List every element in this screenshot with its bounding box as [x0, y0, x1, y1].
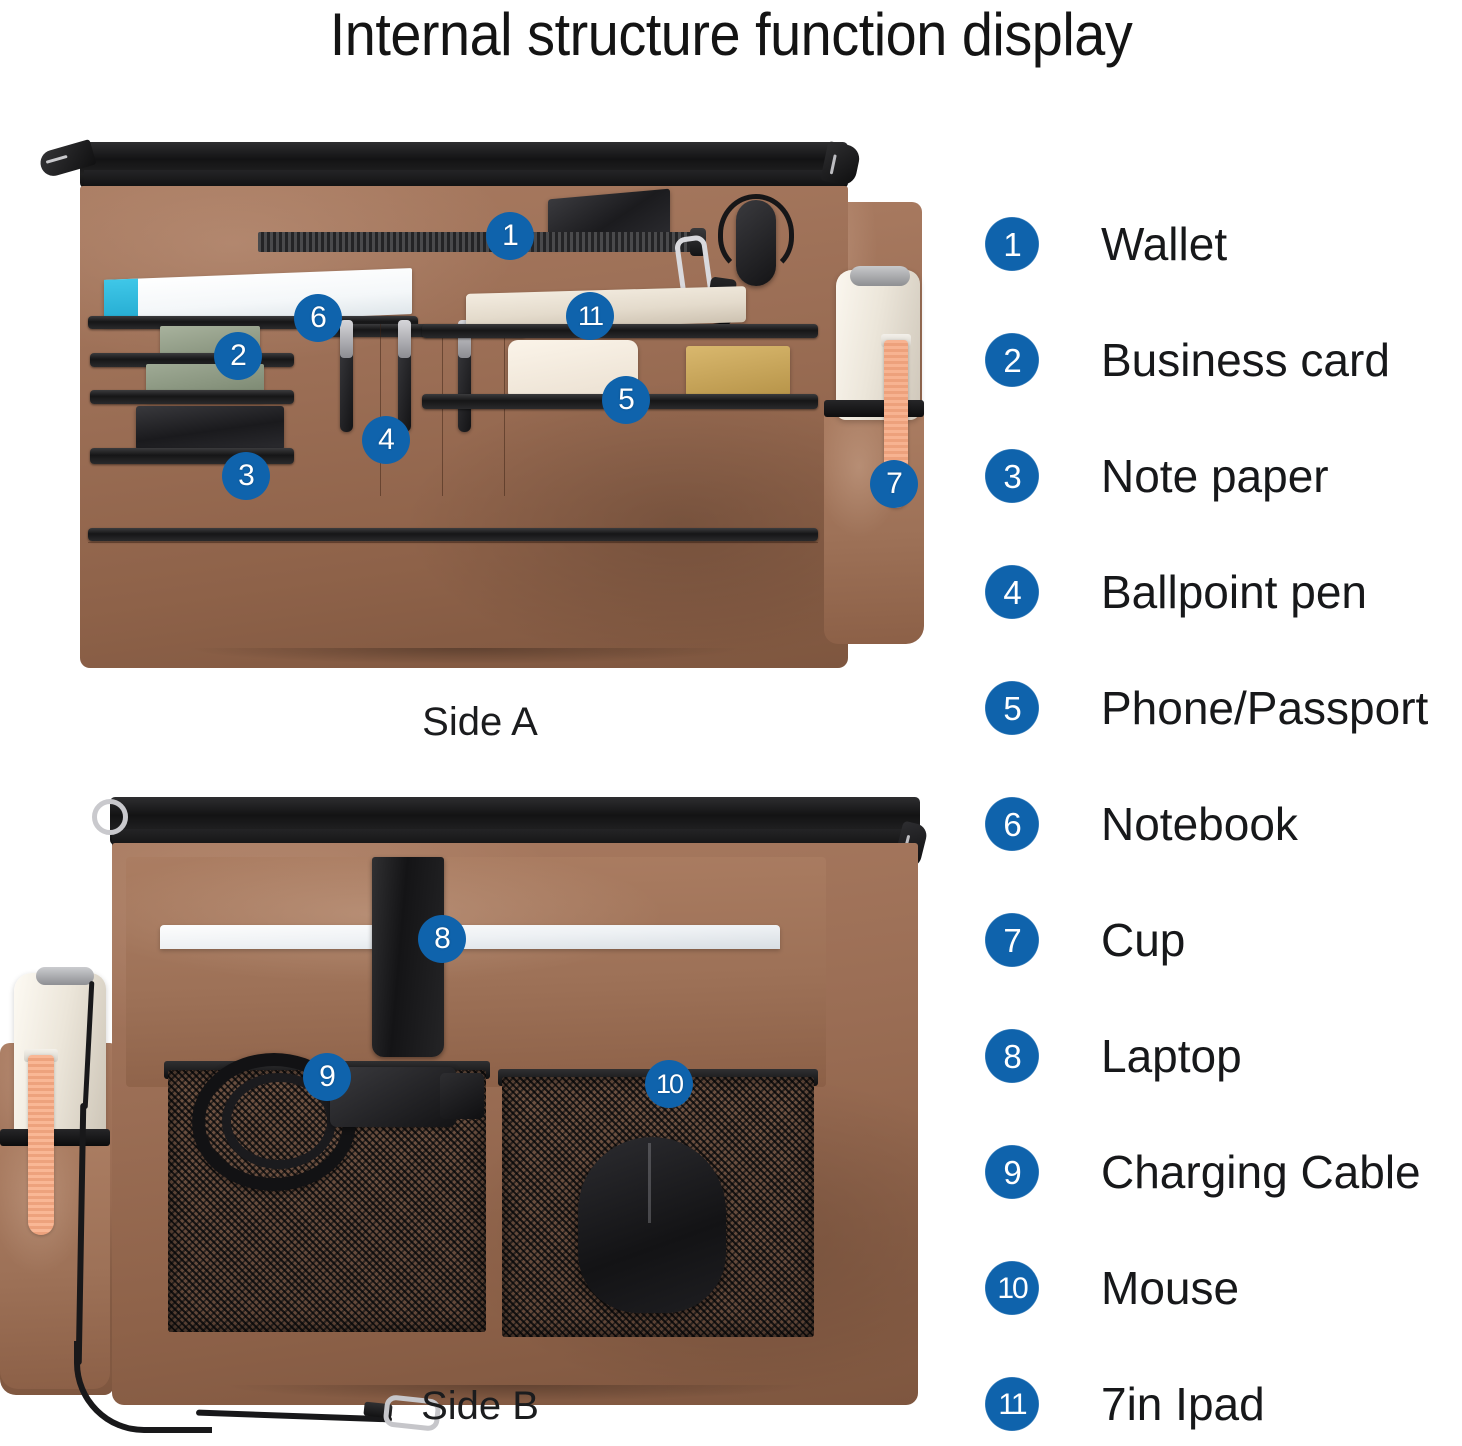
- ipad-pocket-trim: [422, 324, 818, 338]
- callout-marker-2: 2: [214, 332, 262, 380]
- legend-badge-7: 7: [985, 913, 1039, 967]
- legend-label-5: Phone/Passport: [1101, 682, 1429, 734]
- side-a-bag-illustration: 1 2 3 4 5 6 7 11: [18, 128, 930, 688]
- callout-marker-8: 8: [418, 915, 466, 963]
- legend-label-6: Notebook: [1101, 798, 1298, 850]
- cable-loop: [718, 194, 794, 274]
- legend-label-3: Note paper: [1101, 450, 1329, 502]
- pen-slot-divider-2: [442, 324, 443, 496]
- shoulder-strap-curve: [74, 1341, 212, 1433]
- legend-badge-1: 1: [985, 217, 1039, 271]
- passport-object: [686, 346, 790, 396]
- legend-item-1: 1 Wallet: [985, 205, 1462, 283]
- legend-label-1: Wallet: [1101, 218, 1228, 270]
- zipper-pull-right-icon: [820, 140, 862, 188]
- cup-pocket-band: [824, 400, 924, 417]
- power-adapter-object: [330, 1067, 456, 1127]
- d-ring-left-icon: [92, 799, 128, 835]
- callout-marker-3: 3: [222, 452, 270, 500]
- cup-pocket-band-b: [0, 1129, 110, 1146]
- legend-item-7: 7 Cup: [985, 901, 1462, 979]
- page-title: Internal structure function display: [329, 1, 1133, 68]
- callout-marker-6: 6: [294, 294, 342, 342]
- cup-lid-icon-b: [36, 967, 94, 985]
- note-paper-object: [136, 406, 284, 450]
- legend-badge-9: 9: [985, 1145, 1039, 1199]
- legend-item-6: 6 Notebook: [985, 785, 1462, 863]
- legend-badge-5: 5: [985, 681, 1039, 735]
- legend-label-4: Ballpoint pen: [1101, 566, 1367, 618]
- legend-item-8: 8 Laptop: [985, 1017, 1462, 1095]
- inner-zip-pocket: [258, 232, 698, 252]
- legend-badge-8: 8: [985, 1029, 1039, 1083]
- legend-item-9: 9 Charging Cable: [985, 1133, 1462, 1211]
- legend-badge-11: 11: [985, 1377, 1039, 1431]
- callout-marker-11: 11: [566, 292, 614, 340]
- cup-strap-b: [28, 1055, 54, 1235]
- legend-list: 1 Wallet 2 Business card 3 Note paper 4 …: [985, 205, 1462, 1431]
- legend-label-2: Business card: [1101, 334, 1390, 386]
- legend-label-8: Laptop: [1101, 1030, 1242, 1082]
- legend-item-10: 10 Mouse: [985, 1249, 1462, 1327]
- legend-badge-3: 3: [985, 449, 1039, 503]
- legend-label-11: 7in Ipad: [1101, 1378, 1265, 1430]
- callout-marker-10: 10: [645, 1060, 693, 1108]
- callout-marker-1: 1: [486, 212, 534, 260]
- legend-label-10: Mouse: [1101, 1262, 1240, 1314]
- side-b-caption: Side B: [421, 1384, 539, 1428]
- card-pocket-trim-2: [90, 390, 294, 404]
- laptop-pocket: [126, 857, 826, 1087]
- legend-badge-4: 4: [985, 565, 1039, 619]
- legend-item-3: 3 Note paper: [985, 437, 1462, 515]
- callout-marker-7: 7: [870, 460, 918, 508]
- plug-head-icon: [440, 1073, 484, 1119]
- pen-slot-divider-3: [504, 324, 505, 496]
- mouse-object: [578, 1137, 726, 1313]
- cup-pocket: [824, 408, 924, 644]
- legend-item-2: 2 Business card: [985, 321, 1462, 399]
- pen-clip-icon-2: [398, 320, 411, 358]
- callout-marker-5: 5: [602, 376, 650, 424]
- side-b-bag-illustration: 8 9 10: [0, 785, 960, 1435]
- pen-slot-divider-1: [380, 324, 381, 496]
- cup-lid-icon: [850, 266, 910, 286]
- legend-item-5: 5 Phone/Passport: [985, 669, 1462, 747]
- drop-shadow: [80, 648, 848, 670]
- legend-item-11: 11 7in Ipad: [985, 1365, 1462, 1443]
- legend-item-4: 4 Ballpoint pen: [985, 553, 1462, 631]
- mouse-button-split: [648, 1143, 651, 1223]
- callout-marker-9: 9: [303, 1053, 351, 1101]
- callout-marker-4: 4: [362, 416, 410, 464]
- legend-label-7: Cup: [1101, 914, 1186, 966]
- drop-shadow-b: [112, 1385, 918, 1407]
- legend-badge-6: 6: [985, 797, 1039, 851]
- bottom-pocket-trim: [88, 528, 818, 541]
- laptop-object: [160, 925, 780, 949]
- legend-label-9: Charging Cable: [1101, 1146, 1421, 1198]
- zip-slider-icon: [690, 228, 706, 256]
- legend-badge-10: 10: [985, 1261, 1039, 1315]
- pouch-object: [736, 200, 776, 286]
- side-a-caption: Side A: [422, 700, 538, 744]
- legend-badge-2: 2: [985, 333, 1039, 387]
- pen-clip-icon-1: [340, 320, 353, 358]
- bottom-seam: [88, 542, 818, 543]
